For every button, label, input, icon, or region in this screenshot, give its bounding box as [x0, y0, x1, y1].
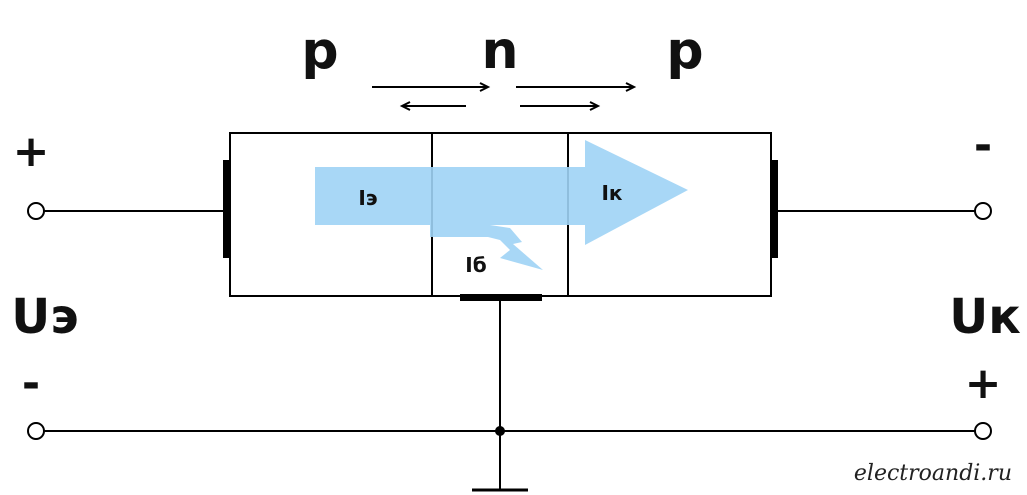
emitter-voltage-label: Uэ: [11, 289, 78, 345]
carrier-arrows: [372, 82, 637, 111]
collector-contact: [770, 160, 778, 258]
left-bottom-sign: -: [22, 358, 40, 409]
base-current-arrow: [430, 225, 543, 270]
base-contact: [460, 294, 542, 301]
right-bottom-sign: +: [965, 358, 1002, 409]
junction-dot: [495, 426, 505, 436]
emitter-current-label: Iэ: [358, 186, 377, 210]
left-top-sign: +: [13, 126, 50, 177]
collector-type-label: p: [666, 21, 703, 81]
collector-current-label: Iк: [601, 181, 622, 205]
terminal-top-right[interactable]: [974, 202, 992, 220]
collector-voltage-label: Uк: [949, 289, 1021, 345]
terminal-top-left[interactable]: [27, 202, 45, 220]
terminal-bottom-right[interactable]: [974, 422, 992, 440]
terminal-bottom-left[interactable]: [27, 422, 45, 440]
base-current-label: Iб: [465, 253, 486, 277]
right-top-sign: -: [974, 120, 992, 171]
emitter-contact: [223, 160, 231, 258]
watermark: electroandi.ru: [854, 461, 1012, 486]
emitter-type-label: p: [301, 21, 338, 81]
base-type-label: n: [481, 21, 518, 81]
main-current-arrow: [315, 140, 688, 245]
